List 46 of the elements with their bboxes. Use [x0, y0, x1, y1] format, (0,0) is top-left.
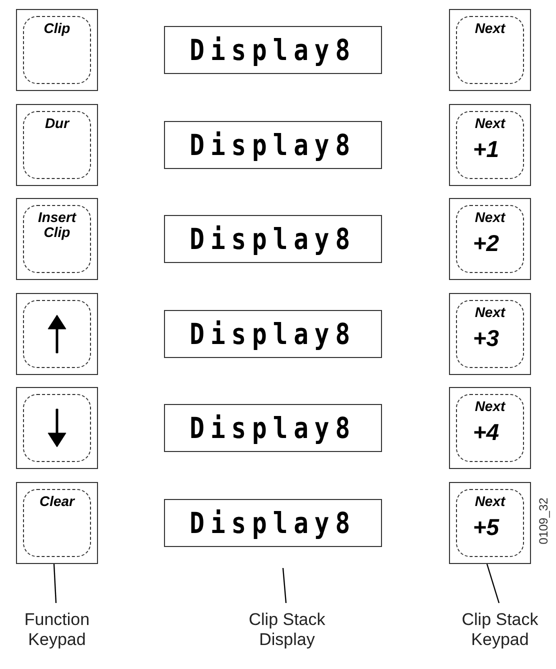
keypad-key	[16, 482, 98, 564]
caption-text: Function Keypad	[7, 610, 107, 650]
display-window	[164, 121, 382, 169]
key-label: +1	[472, 137, 500, 161]
keypad-key	[449, 293, 531, 375]
keypad-key	[449, 482, 531, 564]
key-label: Next	[474, 116, 506, 131]
display-text: Display8	[190, 222, 356, 256]
caption-text: Clip Stack Display	[227, 610, 347, 650]
display-text: Display8	[190, 33, 356, 67]
key-label: Next	[474, 21, 506, 36]
key-label: Clear	[38, 494, 76, 509]
display-text: Display8	[190, 317, 356, 351]
display-text: Display8	[190, 506, 356, 540]
keypad-key	[449, 9, 531, 91]
leader-line	[53, 564, 57, 604]
display-window	[164, 215, 382, 263]
display-text: Display8	[190, 128, 356, 162]
key-label: Next	[474, 494, 506, 509]
key-label: Insert Clip	[36, 210, 78, 240]
key-label: +2	[472, 231, 500, 255]
display-window	[164, 26, 382, 74]
key-label: +3	[472, 326, 500, 350]
key-label: Next	[474, 305, 506, 320]
keypad-key	[449, 198, 531, 280]
display-window	[164, 404, 382, 452]
key-label: Next	[474, 210, 506, 225]
display-window	[164, 499, 382, 547]
key-label: +5	[472, 515, 500, 539]
key-label: Next	[474, 399, 506, 414]
keypad-key	[16, 198, 98, 280]
key-label: Clip	[42, 21, 72, 36]
keypad-key	[449, 387, 531, 469]
key-label: Dur	[44, 116, 71, 131]
keypad-key	[16, 9, 98, 91]
keypad-key	[16, 387, 98, 469]
display-window	[164, 310, 382, 358]
leader-line	[486, 564, 500, 604]
leader-line	[282, 568, 287, 604]
key-label: +4	[472, 420, 500, 444]
keypad-key	[16, 293, 98, 375]
caption-text: Clip Stack Keypad	[445, 610, 555, 650]
display-text: Display8	[190, 411, 356, 445]
keypad-key	[449, 104, 531, 186]
keypad-key	[16, 104, 98, 186]
figure-number: 0109_32	[536, 498, 550, 544]
